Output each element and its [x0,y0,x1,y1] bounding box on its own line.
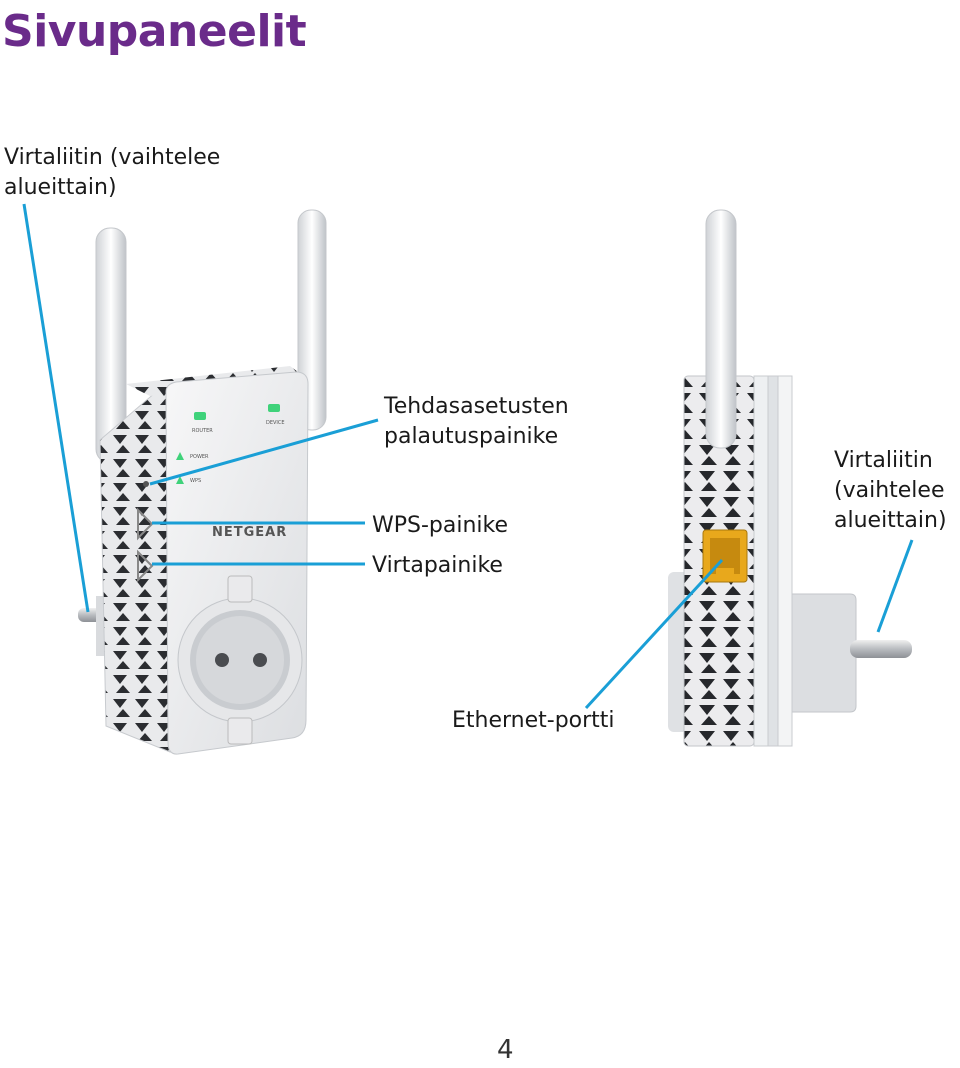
extender-side-view [668,209,912,747]
callout-line-2: (vaihtelee [834,478,945,503]
callout-power-connector-left: Virtaliitin (vaihtelee alueittain) [4,143,220,203]
callout-line-2: alueittain) [4,175,117,200]
callout-line-1: Virtaliitin (vaihtelee [4,145,221,170]
callout-power-connector-right: Virtaliitin (vaihtelee alueittain) [834,446,947,536]
callout-lines [22,203,914,710]
callout-line-1: Virtaliitin [834,448,933,473]
callout-line-3: alueittain) [834,508,947,533]
callout-ethernet-port: Ethernet-portti [452,708,615,733]
led-router-label: ROUTER [192,428,213,434]
extender-front-view: ROUTER DEVICE POWER WPS NETGEAR [78,209,327,755]
wps-button-shape [137,507,154,541]
callout-factory-reset: Tehdasasetusten palautuspainike [384,392,569,452]
led-wps-label: WPS [190,478,201,484]
led-power-label: POWER [190,454,209,460]
page-title: Sivupaneelit [2,6,307,57]
antenna-side [705,209,737,449]
page-number: 4 [497,1035,514,1065]
callout-line-1: Tehdasasetusten [384,394,569,419]
brand-logo: NETGEAR [212,525,287,540]
led-device-label: DEVICE [266,420,285,426]
callout-power-button: Virtapainike [372,553,503,578]
power-button-shape [137,549,154,583]
callout-wps-button: WPS-painike [372,513,509,538]
callout-line-2: palautuspainike [384,424,559,449]
reset-pinhole [143,481,149,487]
power-pin-right [850,640,912,658]
